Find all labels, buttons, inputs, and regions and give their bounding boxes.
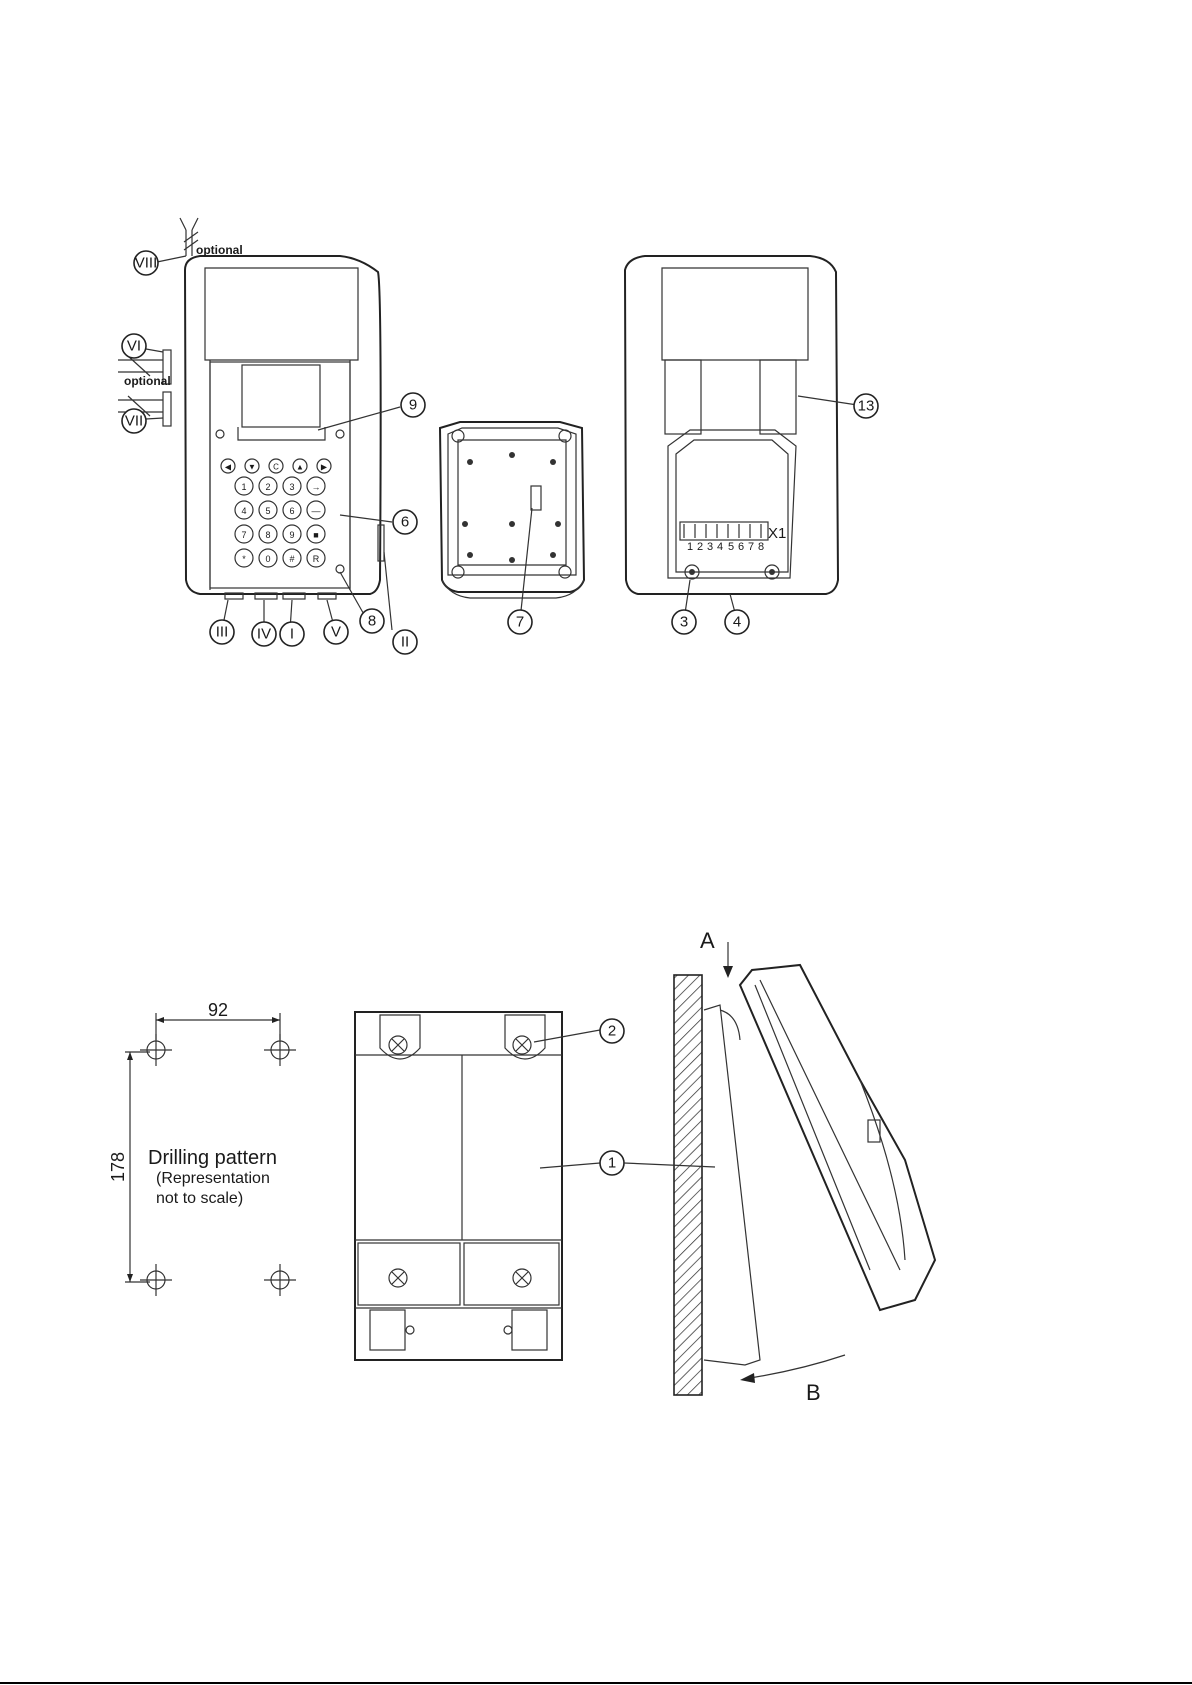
callout-8: 8 — [360, 609, 384, 633]
svg-text:1: 1 — [608, 1155, 616, 1172]
key-label: 6 — [289, 506, 294, 516]
keypad-top-row: ◀ ▼ C ▲ ▶ — [221, 459, 331, 473]
leader-lines — [146, 256, 864, 630]
dimension-height: 178 — [108, 1152, 128, 1182]
terminal-number: 6 — [738, 541, 744, 553]
optional-label: optional — [124, 374, 171, 388]
device-views-diagram: ◀ ▼ C ▲ ▶ 1 2 3 4 5 6 7 8 9 * 0 # → — ■ … — [0, 0, 1192, 700]
terminal-number: 3 — [707, 541, 713, 553]
drilling-pattern-note: not to scale) — [156, 1190, 243, 1207]
key-label: ▶ — [321, 463, 328, 472]
keypad-number-grid: 1 2 3 4 5 6 7 8 9 * 0 # — [235, 477, 301, 567]
terminal-label: X1 — [768, 525, 786, 542]
key-label: → — [312, 482, 321, 492]
screw-icon — [389, 1036, 407, 1054]
drilling-pattern-title: Drilling pattern — [148, 1147, 277, 1169]
svg-text:9: 9 — [409, 397, 417, 414]
svg-text:V: V — [331, 624, 341, 641]
keypad: ◀ ▼ C ▲ ▶ 1 2 3 4 5 6 7 8 9 * 0 # → — ■ … — [221, 459, 331, 567]
svg-text:II: II — [401, 634, 409, 651]
callout-v: V — [324, 620, 348, 644]
keypad-side-keys: → — ■ R — [307, 477, 325, 567]
screw-icon — [389, 1269, 407, 1287]
key-label: 8 — [265, 530, 270, 540]
key-label: 5 — [265, 506, 270, 516]
drill-hole-bottom-left — [140, 1264, 172, 1296]
drill-hole-top-left — [140, 1034, 172, 1066]
callout-13: 13 — [854, 394, 878, 418]
svg-text:8: 8 — [368, 613, 376, 630]
key-label: * — [242, 554, 246, 564]
key-label: ▼ — [248, 463, 256, 472]
callout-vii: VII — [122, 409, 146, 433]
terminal-number: 1 — [687, 541, 693, 553]
terminal-number: 8 — [758, 541, 764, 553]
svg-text:3: 3 — [680, 614, 688, 631]
svg-text:13: 13 — [858, 398, 875, 415]
terminal-number: 5 — [728, 541, 734, 553]
arrow-b-label: B — [806, 1380, 821, 1405]
key-label: 3 — [289, 482, 294, 492]
wall — [674, 975, 702, 1395]
callout-iv: IV — [252, 622, 276, 646]
page-footer-rule — [0, 1682, 1192, 1684]
callout-9: 9 — [401, 393, 425, 417]
callout-vi: VI — [122, 334, 146, 358]
key-label: ■ — [313, 530, 318, 540]
drill-hole-bottom-right — [264, 1264, 296, 1296]
callout-4: 4 — [725, 610, 749, 634]
arrow-a-label: A — [700, 928, 715, 953]
front-view — [163, 230, 384, 599]
dimension-width: 92 — [208, 1000, 228, 1020]
screw-icon — [513, 1269, 531, 1287]
svg-text:VI: VI — [127, 338, 141, 355]
key-label: 1 — [241, 482, 246, 492]
callout-ii: II — [393, 630, 417, 654]
callout-3: 3 — [672, 610, 696, 634]
terminal-number: 2 — [697, 541, 703, 553]
callout-6: 6 — [393, 510, 417, 534]
terminal-block: 1 2 3 4 5 6 7 8 X1 — [684, 524, 786, 553]
key-label: R — [313, 554, 320, 564]
svg-text:4: 4 — [733, 614, 741, 631]
svg-text:I: I — [290, 626, 294, 643]
callout-i: I — [280, 622, 304, 646]
mounting-diagram: 92 178 Drilling pattern (Representation … — [0, 900, 1192, 1420]
key-label: 9 — [289, 530, 294, 540]
mounting-plate: 2 1 — [355, 1012, 624, 1360]
drilling-pattern-note: (Representation — [156, 1170, 270, 1187]
key-label: # — [289, 554, 294, 564]
open-housing-view: 1 2 3 4 5 6 7 8 X1 — [625, 256, 838, 594]
callout-iii: III — [210, 620, 234, 644]
svg-text:VII: VII — [125, 413, 143, 430]
terminal-number: 7 — [748, 541, 754, 553]
drill-hole-top-right — [264, 1034, 296, 1066]
key-label: 4 — [241, 506, 246, 516]
side-mounting-view: A B — [624, 928, 935, 1405]
key-label: C — [273, 463, 279, 472]
key-label: ◀ — [225, 463, 232, 472]
optional-connections: optional optional — [118, 218, 243, 416]
callout-viii: VIII — [134, 251, 158, 275]
callout-1: 1 — [600, 1151, 624, 1175]
svg-text:III: III — [216, 624, 229, 641]
drilling-pattern: 92 178 Drilling pattern (Representation … — [108, 1000, 296, 1296]
svg-text:IV: IV — [257, 626, 271, 643]
terminal-number: 4 — [717, 541, 723, 553]
svg-text:6: 6 — [401, 514, 409, 531]
callout-2: 2 — [600, 1019, 624, 1043]
screw-icon — [513, 1036, 531, 1054]
svg-text:2: 2 — [608, 1023, 616, 1040]
callout-7: 7 — [508, 610, 532, 634]
key-label: ▲ — [296, 463, 304, 472]
key-label: 2 — [265, 482, 270, 492]
svg-text:7: 7 — [516, 614, 524, 631]
key-label: 0 — [265, 554, 270, 564]
optional-label: optional — [196, 243, 243, 257]
svg-text:VIII: VIII — [135, 255, 158, 272]
key-label: — — [312, 506, 321, 516]
key-label: 7 — [241, 530, 246, 540]
back-cover-view — [440, 422, 584, 598]
